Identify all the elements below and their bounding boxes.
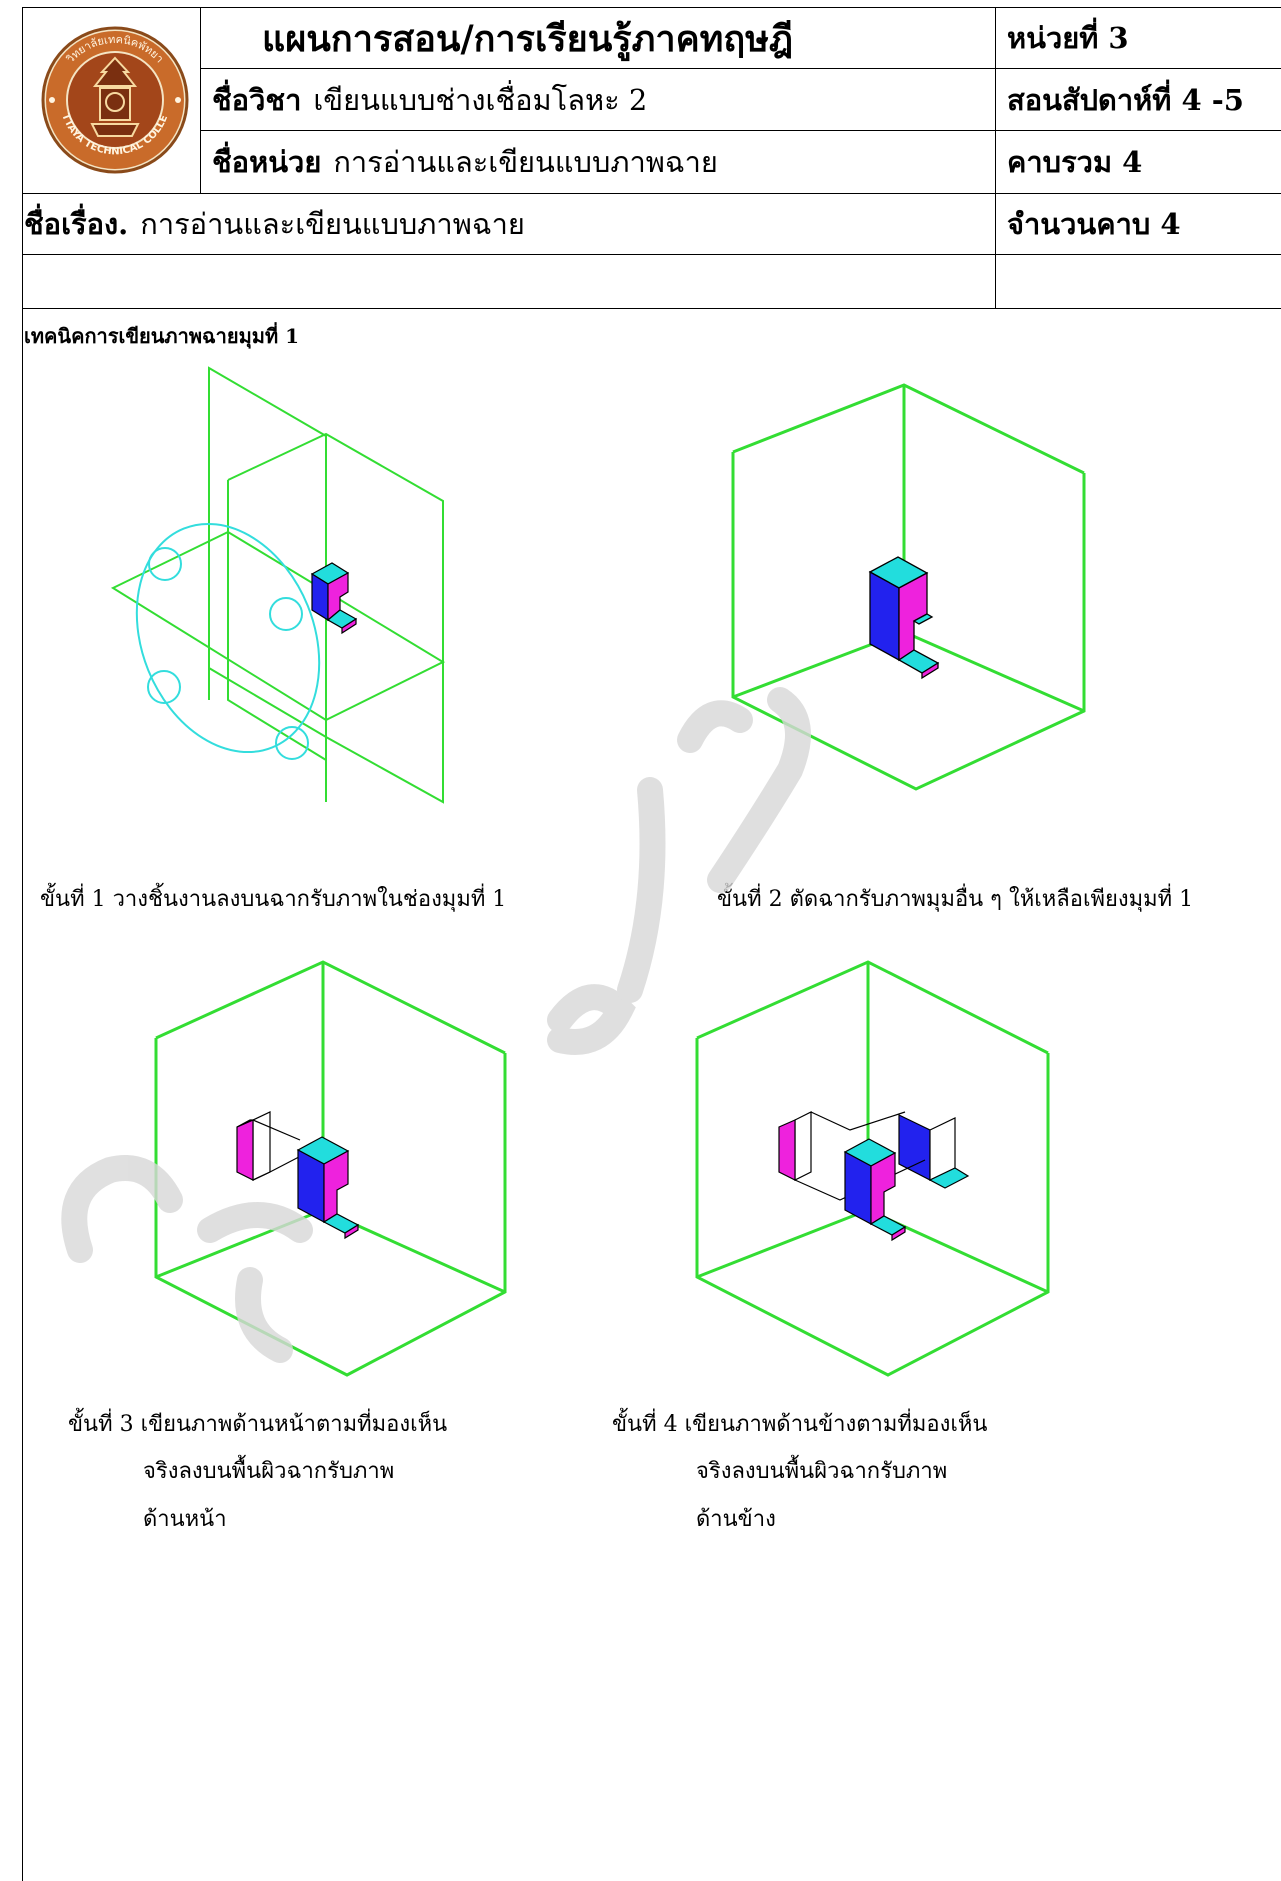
unit-number: หน่วยที่ 3 [1007,21,1129,55]
header-divider [995,7,996,308]
topic-value: การอ่านและเขียนแบบภาพฉาย [140,207,525,241]
step3-figure [154,960,507,1377]
step4-caption-line1: ขั้นที่ 4 เขียนภาพด้านข้างตามที่มองเห็น [612,1412,988,1437]
header-rule [22,308,1281,309]
unit-row: ชื่อหน่วย การอ่านและเขียนแบบภาพฉาย [212,131,718,193]
section-title: เทคนิคการเขียนภาพฉายมุมที่ 1 [24,324,300,348]
topic-label: ชื่อเรื่อง. [24,207,129,241]
step3-caption-line3: ด้านหน้า [143,1507,227,1532]
topic-row: ชื่อเรื่อง. การอ่านและเขียนแบบภาพฉาย [24,194,525,254]
period-count: จำนวนคาบ 4 [1007,207,1181,241]
step1-figure [110,366,446,804]
step2-caption: ขั้นที่ 2 ตัดฉากรับภาพมุมอื่น ๆ ให้เหลือ… [717,887,1194,912]
unit-value: การอ่านและเขียนแบบภาพฉาย [333,145,718,179]
page-frame [22,7,1281,1881]
step3-caption-line1: ขั้นที่ 3 เขียนภาพด้านหน้าตามที่มองเห็น [68,1412,448,1437]
header-divider [200,7,201,193]
teaching-week: สอนสัปดาห์ที่ 4 -5 [1007,82,1244,117]
unit-label: ชื่อหน่วย [212,145,322,179]
step3-caption-line2: จริงลงบนพื้นผิวฉากรับภาพ [143,1459,395,1484]
step4-caption-line3: ด้านข้าง [696,1507,776,1532]
header-rule [22,193,1281,194]
step4-figure [695,960,1050,1377]
page-title: แผนการสอน/การเรียนรู้ภาคทฤษฎี [262,17,794,60]
subject-label: ชื่อวิชา [212,82,302,117]
step4-caption-line2: จริงลงบนพื้นผิวฉากรับภาพ [696,1459,948,1484]
emblem-icon [90,56,140,137]
subject-value: เขียนแบบช่างเชื่อมโลหะ 2 [313,82,648,117]
subject-row: ชื่อวิชา เขียนแบบช่างเชื่อมโลหะ 2 [212,69,647,130]
step1-caption: ขั้นที่ 1 วางชิ้นงานลงบนฉากรับภาพในช่องม… [40,887,507,912]
total-periods: คาบรวม 4 [1007,145,1143,179]
header-rule [22,254,1281,255]
header-rule [200,130,1281,131]
step2-figure [731,383,1086,791]
college-logo: วิทยาลัยเทคนิคพัทยา PATTAYA TECHNICAL CO… [36,6,189,174]
header-rule [200,68,1281,69]
